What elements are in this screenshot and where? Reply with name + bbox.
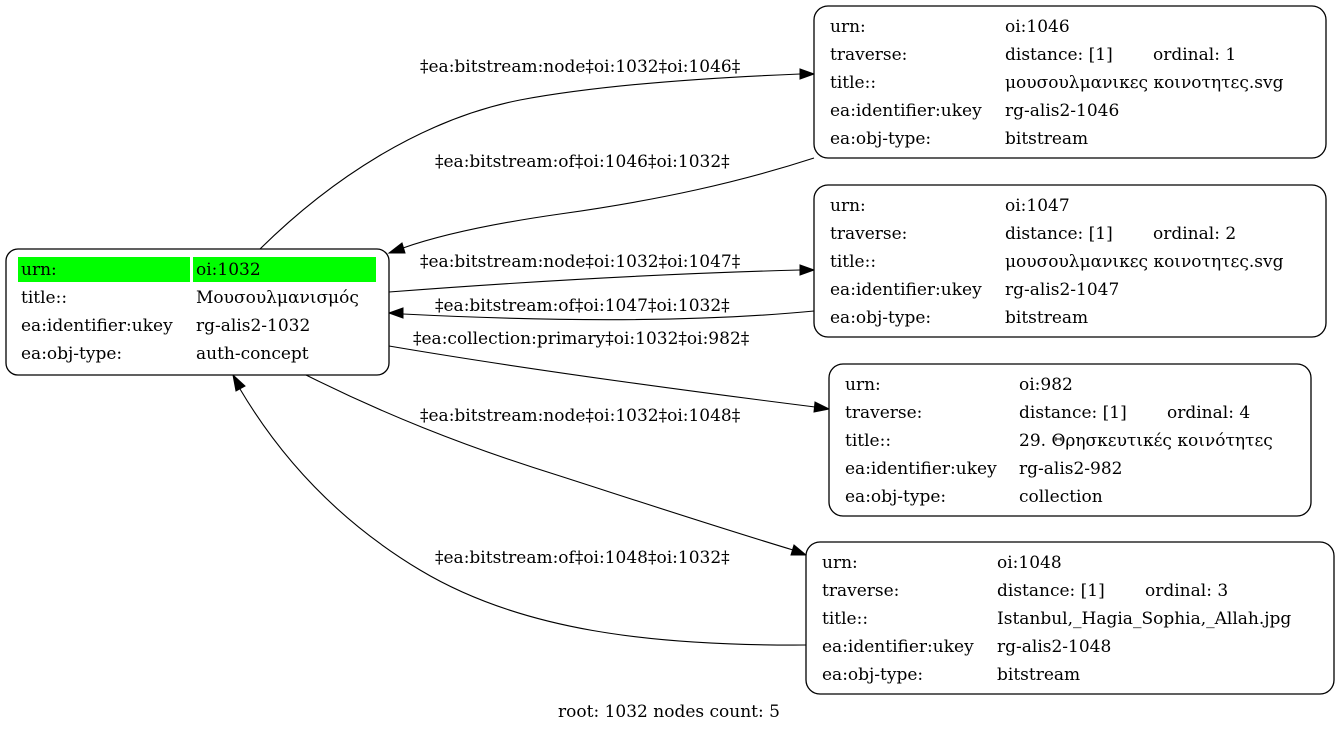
field-value: ordinal: 4 xyxy=(1167,403,1250,423)
field-value: distance: [1] xyxy=(1019,403,1127,423)
field-value: ordinal: 1 xyxy=(1153,45,1236,65)
edge-label: ‡ea:bitstream:of‡oi:1046‡oi:1032‡ xyxy=(435,152,730,172)
field-key: ea:obj-type: xyxy=(21,344,122,364)
field-value: rg-alis2-1046 xyxy=(1005,101,1119,121)
edge-bitstream-of-1047 xyxy=(402,310,815,321)
field-value: distance: [1] xyxy=(1005,45,1113,65)
node-root[interactable]: urn: oi:1032 title:: Μουσουλμανισμός ea:… xyxy=(5,248,390,376)
edge-bitstream-node-1046 xyxy=(259,73,801,250)
field-value: auth-concept xyxy=(196,344,309,364)
field-key: traverse: xyxy=(830,224,907,244)
field-key: urn: xyxy=(830,17,866,37)
arrowhead xyxy=(387,242,406,254)
field-value: oi:1032 xyxy=(196,260,261,280)
field-key: title:: xyxy=(822,609,868,629)
highlight-cell xyxy=(193,257,376,282)
field-value: bitstream xyxy=(1005,308,1088,328)
edge-label: ‡ea:bitstream:of‡oi:1048‡oi:1032‡ xyxy=(435,548,730,568)
arrowhead xyxy=(790,544,808,556)
field-key: ea:obj-type: xyxy=(830,308,931,328)
field-value: oi:1046 xyxy=(1005,17,1070,37)
field-value: oi:982 xyxy=(1019,375,1073,395)
edge-bitstream-of-1048 xyxy=(239,388,807,646)
field-key: title:: xyxy=(845,431,891,451)
field-key: urn: xyxy=(21,260,57,280)
arrowhead xyxy=(387,307,404,319)
edge-label: ‡ea:bitstream:node‡oi:1032‡oi:1046‡ xyxy=(420,57,741,77)
field-value: rg-alis2-1032 xyxy=(196,316,310,336)
field-key: urn: xyxy=(830,196,866,216)
field-value: rg-alis2-1048 xyxy=(997,637,1111,657)
field-value: 29. Θρησκευτικές κοινότητες xyxy=(1019,431,1273,451)
field-key: title:: xyxy=(830,73,876,93)
field-key: traverse: xyxy=(822,581,899,601)
field-value: rg-alis2-1047 xyxy=(1005,280,1119,300)
field-key: urn: xyxy=(822,553,858,573)
field-value: μουσουλμανικες κοινοτητες.svg xyxy=(1005,252,1284,272)
graph-caption: root: 1032 nodes count: 5 xyxy=(558,702,780,722)
field-key: traverse: xyxy=(830,45,907,65)
edge-bitstream-of-1046 xyxy=(402,157,815,249)
field-value: oi:1048 xyxy=(997,553,1062,573)
field-key: ea:identifier:ukey xyxy=(830,280,982,300)
edge-label: ‡ea:bitstream:node‡oi:1032‡oi:1048‡ xyxy=(420,406,741,426)
field-key: ea:identifier:ukey xyxy=(21,316,173,336)
edge-bitstream-node-1048 xyxy=(305,374,794,551)
node-oi-982[interactable]: urn: oi:982 traverse: distance: [1] ordi… xyxy=(828,363,1312,517)
node-oi-1046[interactable]: urn: oi:1046 traverse: distance: [1] ord… xyxy=(813,5,1327,159)
field-value: ordinal: 3 xyxy=(1145,581,1228,601)
field-value: Istanbul,_Hagia_Sophia,_Allah.jpg xyxy=(997,609,1291,629)
field-value: rg-alis2-982 xyxy=(1019,459,1123,479)
field-key: ea:identifier:ukey xyxy=(822,637,974,657)
field-key: title:: xyxy=(21,288,67,308)
field-key: title:: xyxy=(830,252,876,272)
edge-label: ‡ea:bitstream:of‡oi:1047‡oi:1032‡ xyxy=(435,296,730,316)
node-oi-1047[interactable]: urn: oi:1047 traverse: distance: [1] ord… xyxy=(813,184,1327,338)
node-oi-1048[interactable]: urn: oi:1048 traverse: distance: [1] ord… xyxy=(805,541,1335,695)
field-value: μουσουλμανικες κοινοτητες.svg xyxy=(1005,73,1284,93)
field-value: collection xyxy=(1019,487,1103,507)
field-key: urn: xyxy=(845,375,881,395)
field-value: Μουσουλμανισμός xyxy=(196,288,359,308)
field-value: bitstream xyxy=(1005,129,1088,149)
edge-bitstream-node-1047 xyxy=(388,269,801,293)
arrowhead xyxy=(232,373,246,392)
field-value: oi:1047 xyxy=(1005,196,1070,216)
field-value: bitstream xyxy=(997,665,1080,685)
field-key: ea:obj-type: xyxy=(830,129,931,149)
field-value: distance: [1] xyxy=(997,581,1105,601)
field-key: ea:identifier:ukey xyxy=(845,459,997,479)
field-key: traverse: xyxy=(845,403,922,423)
field-key: ea:identifier:ukey xyxy=(830,101,982,121)
edge-collection-primary-982 xyxy=(388,345,816,408)
field-key: ea:obj-type: xyxy=(845,487,946,507)
field-key: ea:obj-type: xyxy=(822,665,923,685)
edge-label: ‡ea:bitstream:node‡oi:1032‡oi:1047‡ xyxy=(420,252,741,272)
arrowhead xyxy=(799,68,816,80)
arrowhead xyxy=(813,401,831,413)
edge-label: ‡ea:collection:primary‡oi:1032‡oi:982‡ xyxy=(413,329,750,349)
field-value: ordinal: 2 xyxy=(1153,224,1236,244)
highlight-cell xyxy=(18,257,190,282)
arrowhead xyxy=(799,264,816,276)
field-value: distance: [1] xyxy=(1005,224,1113,244)
edges: ‡ea:bitstream:node‡oi:1032‡oi:1046‡ ‡ea:… xyxy=(232,57,831,646)
